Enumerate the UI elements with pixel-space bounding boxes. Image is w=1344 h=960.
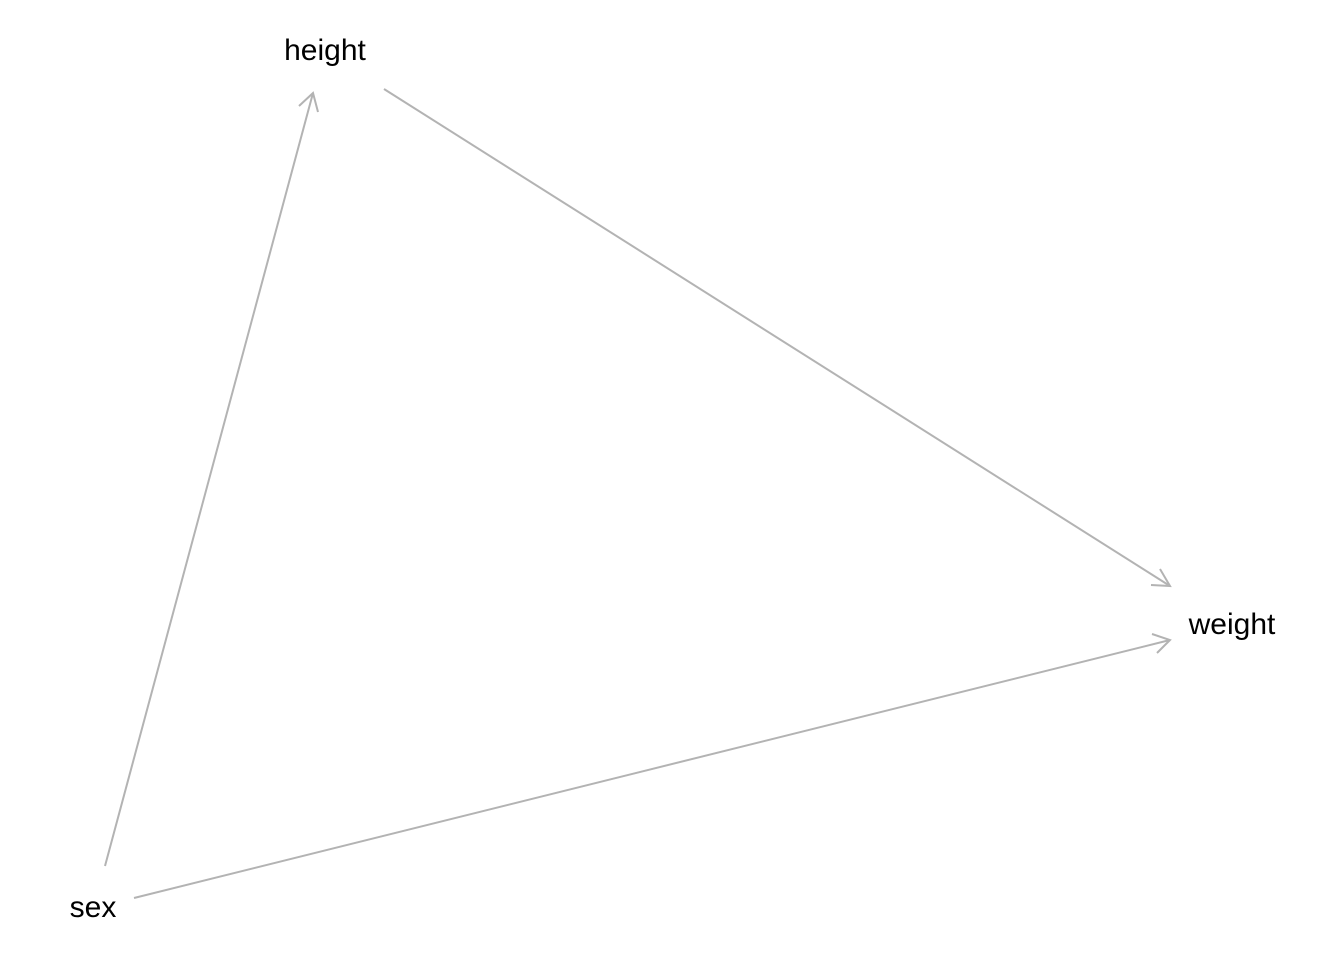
edge-height-to-weight-arrowhead (1150, 568, 1172, 588)
edge-sex-to-height-line (104, 92, 314, 867)
edge-sex-to-height-arrowhead (298, 91, 319, 113)
node-label-sex: sex (70, 891, 117, 924)
node-label-height: height (284, 34, 366, 67)
edge-sex-to-weight-line (133, 639, 1171, 899)
node-label-weight: weight (1188, 608, 1276, 641)
edge-sex-to-weight (133, 633, 1172, 899)
edge-sex-to-weight-arrowhead (1151, 633, 1172, 654)
edge-sex-to-height (104, 91, 319, 867)
edge-height-to-weight-line (383, 88, 1171, 587)
edge-height-to-weight (383, 88, 1172, 588)
